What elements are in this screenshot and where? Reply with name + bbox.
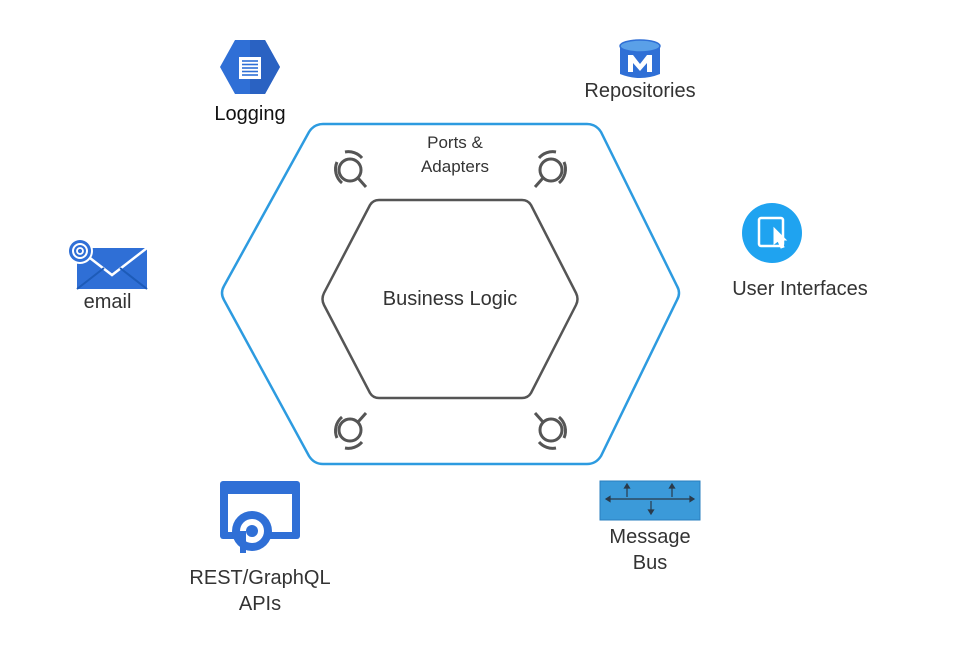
outer-hexagon	[220, 122, 681, 466]
port-adapter-icon	[334, 150, 368, 188]
rest-api-label-line1: REST/GraphQL	[189, 567, 331, 589]
message-bus-label-line2: Bus	[632, 552, 668, 574]
rest-api-label-line2: APIs	[238, 593, 282, 615]
message-bus-label-line1: Message	[609, 526, 691, 548]
ports-adapters-label: Ports & Adapters	[395, 131, 515, 179]
message-bus-label: Message Bus	[590, 524, 710, 576]
ports-adapters-label-line2: Adapters	[420, 157, 490, 176]
database-icon	[619, 39, 661, 78]
port-adapter-icon	[334, 412, 368, 450]
inner-hexagon	[321, 198, 579, 400]
user-interfaces-label: User Interfaces	[732, 278, 868, 300]
api-icon	[220, 481, 300, 553]
port-adapter-icon	[533, 412, 567, 450]
logging-label: Logging	[214, 103, 286, 125]
email-icon	[67, 238, 148, 290]
touch-screen-icon	[742, 203, 802, 263]
repositories-label: Repositories	[584, 80, 696, 102]
ports-adapters-label-line1: Ports &	[427, 133, 483, 152]
message-bus-icon	[599, 480, 701, 521]
email-label: email	[83, 291, 132, 313]
port-adapter-icon	[533, 150, 567, 188]
rest-api-label: REST/GraphQL APIs	[160, 565, 360, 617]
business-logic-label: Business Logic	[382, 288, 518, 310]
logging-icon	[220, 40, 280, 94]
